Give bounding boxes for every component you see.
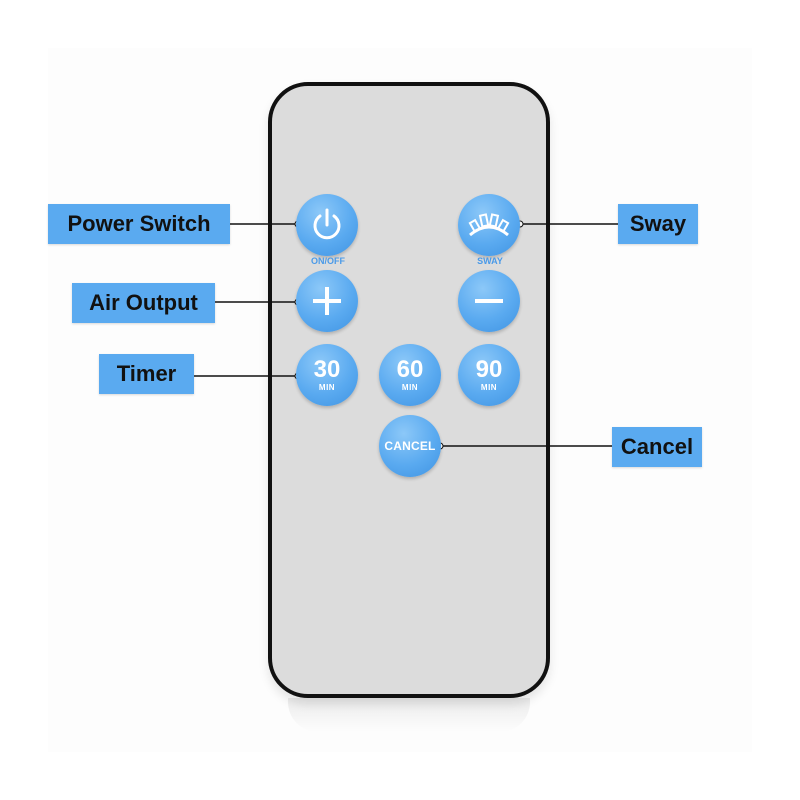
timer-60-value: 60 [396,355,424,383]
timer-90-unit: MIN [480,382,498,392]
cancel-label: Cancel [612,427,702,467]
remote-reflection [288,698,530,732]
sway-label: Sway [618,204,698,244]
sway-button[interactable] [458,194,520,256]
minus-icon [475,299,503,303]
timer-60-unit: MIN [401,382,419,392]
sway-caption: SWAY [477,256,503,266]
air-output-label: Air Output [72,283,215,323]
timer-60-button[interactable]: 60 MIN [379,344,441,406]
timer-30-unit: MIN [318,382,336,392]
air-output-minus-button[interactable] [458,270,520,332]
timer-90-value: 90 [475,355,503,383]
power-button[interactable] [296,194,358,256]
timer-90-button[interactable]: 90 MIN [458,344,520,406]
cancel-button-label: CANCEL [384,439,436,453]
power-icon [313,208,341,240]
air-output-plus-button[interactable] [296,270,358,332]
timer-label: Timer [99,354,194,394]
sway-icon [468,213,510,237]
cancel-button[interactable]: CANCEL [379,415,441,477]
timer-30-button[interactable]: 30 MIN [296,344,358,406]
timer-30-value: 30 [313,355,341,383]
power-caption: ON/OFF [311,256,345,266]
plus-icon [313,287,341,315]
power-switch-label: Power Switch [48,204,230,244]
